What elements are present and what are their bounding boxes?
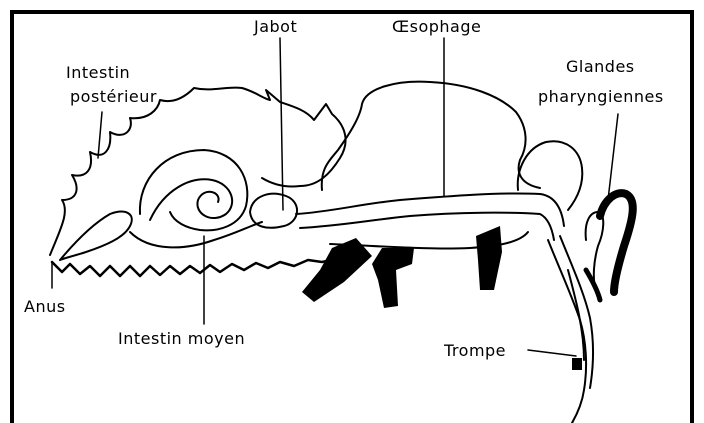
leader-intestin-posterieur xyxy=(98,112,102,158)
label-glandes-line1: Glandes xyxy=(566,58,635,76)
proboscis-tip xyxy=(572,358,582,370)
label-intestin-moyen: Intestin moyen xyxy=(118,330,245,348)
midgut-spiral xyxy=(150,179,232,220)
gut-tube-upper xyxy=(296,193,564,226)
antenna xyxy=(600,193,633,292)
leader-glandes xyxy=(608,114,618,200)
proboscis-mid xyxy=(568,270,584,360)
leg-1 xyxy=(302,238,372,302)
midgut-loop xyxy=(130,222,262,247)
midgut-spiral-outer xyxy=(140,150,247,230)
leg-3 xyxy=(476,226,502,290)
gut-tube-lower xyxy=(300,213,554,240)
posterior-intestine-inner xyxy=(60,212,132,260)
label-jabot: Jabot xyxy=(254,18,297,36)
label-oesophage: Œsophage xyxy=(392,18,481,36)
leg-2 xyxy=(372,248,414,308)
label-trompe: Trompe xyxy=(444,342,506,360)
hair-fringe xyxy=(52,258,340,276)
label-intestin-posterieur-line1: Intestin xyxy=(66,64,130,82)
crop xyxy=(250,194,297,228)
label-intestin-posterieur-line2: postérieur xyxy=(70,88,157,106)
proboscis-outer xyxy=(548,240,586,423)
label-anus: Anus xyxy=(24,298,66,316)
leader-trompe xyxy=(528,350,576,356)
leader-jabot xyxy=(280,38,283,210)
label-glandes-line2: pharyngiennes xyxy=(538,88,664,106)
pharynx-lobe xyxy=(518,141,583,210)
dorsal-sac xyxy=(322,82,540,190)
